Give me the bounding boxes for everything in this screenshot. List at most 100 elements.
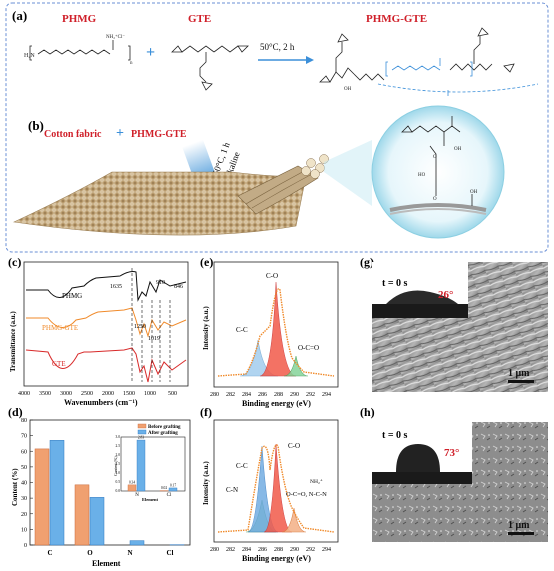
- svg-text:O: O: [433, 197, 437, 202]
- svg-text:OH: OH: [470, 190, 478, 195]
- inset-y-tick-label: 3.0: [116, 435, 121, 439]
- bar-y-tick-label: 80: [21, 418, 27, 424]
- xps-f-peak-cn: C-N: [226, 486, 238, 494]
- inset-y-ticks: 0.00.51.01.52.02.53.0: [116, 435, 121, 493]
- ftir-peak-1019: 1019: [148, 336, 160, 342]
- svg-text:OH: OH: [344, 87, 352, 92]
- panel-f: (f) C-O C-C C-N O-C=O, N-C-N NH₂⁺ 280 28…: [200, 405, 339, 563]
- ftir-label-phmg-gte: PHMG-GTE: [42, 324, 78, 332]
- xps-f-x-title: Binding energy (eV): [242, 554, 311, 563]
- panel-g-label: (g): [360, 255, 374, 269]
- ftir-peak-846: 846: [174, 284, 183, 290]
- svg-text:2000: 2000: [102, 391, 114, 397]
- ftir-label-gte: GTE: [52, 360, 66, 368]
- bar-c-series-1: [49, 440, 65, 546]
- svg-text:282: 282: [226, 547, 235, 553]
- inset-bars: [127, 439, 178, 492]
- svg-text:NH₂⁺Cl⁻: NH₂⁺Cl⁻: [106, 34, 125, 40]
- svg-text:294: 294: [322, 547, 331, 553]
- ftir-label-phmg: PHMG: [62, 292, 82, 300]
- bar-y-tick-label: 20: [21, 512, 27, 518]
- molecular-zoom-bubble: OH HO OH O O: [371, 105, 505, 239]
- inset-y-tick-label: 0.0: [116, 489, 121, 493]
- svg-text:290: 290: [290, 547, 299, 553]
- reaction-arrow-a: 50°C, 2 h: [258, 42, 314, 64]
- ftir-peak-910: 910: [156, 280, 165, 286]
- xps-f-peak-co: C-O: [288, 442, 300, 450]
- bar-chart-bars: [34, 440, 185, 546]
- xps-e-peak-cc: C-C: [236, 326, 248, 334]
- xps-e-co-peak: [259, 281, 297, 377]
- bar-y-tick-label: 70: [21, 434, 27, 440]
- inset-bar-n-series-1: [136, 439, 146, 492]
- inset-frame: [120, 436, 186, 492]
- inset-x-tick-label: Cl: [167, 493, 172, 498]
- droplet-g-image: [386, 290, 458, 304]
- svg-text:3500: 3500: [39, 391, 51, 397]
- droplet-h-image: [396, 444, 440, 472]
- svg-text:4000: 4000: [18, 391, 30, 397]
- xps-e-oco-peak: [283, 355, 309, 377]
- angle-h: 73°: [444, 447, 459, 459]
- svg-text:286: 286: [258, 392, 267, 398]
- xps-f-y-title: Intensity (a.u.): [202, 461, 210, 505]
- svg-text:HO: HO: [418, 173, 426, 178]
- xps-f-peak-nh2: NH₂⁺: [310, 479, 323, 485]
- svg-text:290: 290: [290, 392, 299, 398]
- legend-swatch: [137, 423, 147, 429]
- plus-b: +: [116, 126, 124, 141]
- fiber-bundle-image: [237, 140, 372, 215]
- legend-label: After grafting: [148, 431, 178, 436]
- ftir-gte-curve: [25, 347, 187, 383]
- phmg-gte-title: PHMG-GTE: [366, 13, 427, 25]
- gte-title: GTE: [188, 13, 211, 25]
- ftir-y-axis-title: Transmittance (a.u.): [9, 311, 17, 372]
- xps-e-frame: [213, 261, 339, 388]
- svg-text:2500: 2500: [81, 391, 93, 397]
- xps-e-x-title: Binding energy (eV): [242, 399, 311, 408]
- panel-e-label: (e): [200, 255, 213, 269]
- inset-value-labels: 0.342.830.020.17: [129, 436, 176, 491]
- inset-value-label: 0.17: [170, 483, 176, 487]
- ftir-phmg-gte-curve: [26, 307, 187, 338]
- bar-x-tick-label: O: [87, 549, 93, 557]
- time-h: t = 0 s: [382, 430, 408, 441]
- svg-text:294: 294: [322, 392, 331, 398]
- inset-y-tick-label: 2.0: [116, 453, 121, 457]
- bar-y-tick-label: 40: [21, 481, 27, 487]
- svg-text:282: 282: [226, 392, 235, 398]
- inset-bar-n-series-0: [127, 484, 137, 492]
- phmg-gte-structure: OH: [319, 27, 539, 96]
- xps-f-peak-oco-ncn: O-C=O, N-C-N: [286, 491, 327, 498]
- bar-chart-y-title: Content (%): [11, 468, 19, 506]
- inset-y-tick-label: 1.5: [116, 462, 121, 466]
- svg-text:288: 288: [274, 392, 283, 398]
- svg-text:1500: 1500: [123, 391, 135, 397]
- ftir-peak-1635: 1635: [110, 284, 122, 290]
- panel-d-label: (d): [8, 405, 23, 419]
- panel-b-label: (b): [28, 118, 44, 133]
- inset-value-label: 2.83: [138, 436, 144, 440]
- inset-y-tick-label: 2.5: [116, 444, 121, 448]
- gte-structure: [171, 45, 249, 91]
- svg-text:292: 292: [306, 392, 315, 398]
- inset-y-tick-label: 0.5: [116, 480, 121, 484]
- phmg-title: PHMG: [62, 13, 97, 25]
- inset-x-ticks: N Cl: [135, 493, 172, 498]
- svg-text:286: 286: [258, 547, 267, 553]
- bar-x-tick-label: C: [47, 549, 52, 557]
- panel-g: (g) t = 0 s 26° 1 μm: [360, 255, 548, 392]
- panel-h: (h) t = 0 s 73° 1 μm: [360, 405, 548, 542]
- panel-a: (a) PHMG GTE PHMG-GTE H₂N NH₂⁺Cl⁻ n +: [12, 8, 539, 96]
- ftir-phmg-curve: [26, 271, 187, 302]
- inset-value-label: 0.34: [129, 480, 135, 484]
- panel-f-label: (f): [200, 405, 212, 419]
- xps-e-peak-co: C-O: [266, 272, 278, 280]
- xps-f-frame: [213, 419, 339, 543]
- inset-x-tick-label: N: [135, 493, 139, 498]
- xps-f-x-ticks: 280 282 284 286 288 290 292 294: [210, 547, 331, 553]
- bar-n-series-1: [129, 540, 145, 546]
